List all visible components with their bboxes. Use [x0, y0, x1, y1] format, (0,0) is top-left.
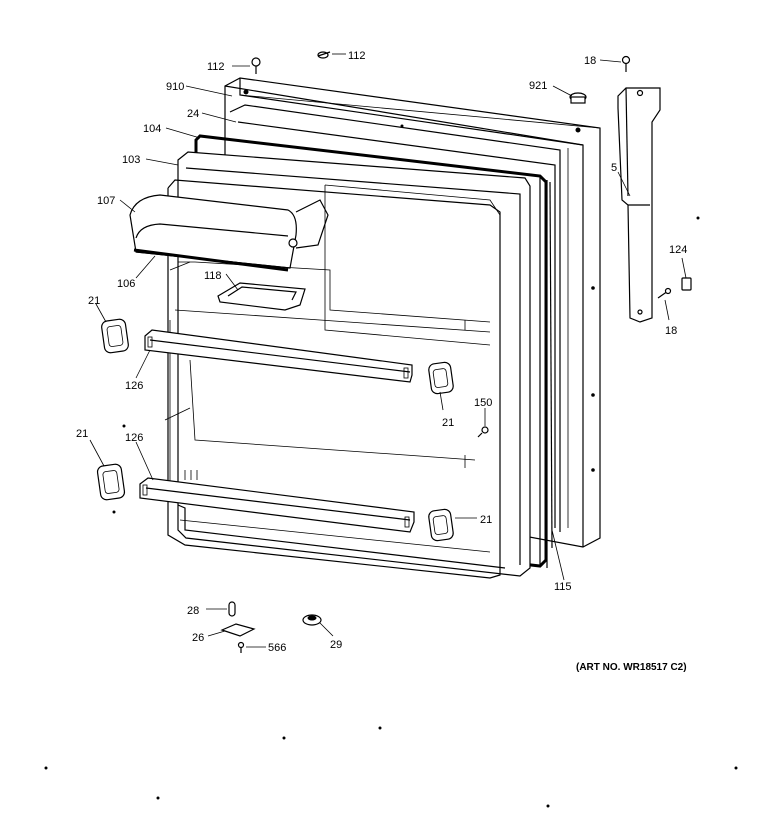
butter-bin: [217, 282, 306, 311]
label-28: 28: [187, 605, 199, 617]
screw-112-left-icon: [251, 57, 261, 74]
shelf-end-cap-inner-lower: [428, 508, 454, 542]
label-29: 29: [330, 639, 342, 651]
screw-566-icon: [237, 641, 245, 653]
screw-18-side-icon: [657, 287, 672, 299]
door-shelf-bar-lower: [139, 477, 415, 533]
label-21-lower-left: 21: [76, 428, 88, 440]
label-112-left: 112: [207, 61, 225, 73]
bushing-29-icon: [302, 614, 322, 626]
label-103: 103: [122, 154, 140, 166]
leader-lines: [89, 53, 687, 648]
shelf-end-cap-lower-left: [96, 463, 126, 501]
label-21-inner-upper: 21: [442, 417, 454, 429]
gasket-seal-strip: [549, 181, 553, 549]
label-18-side: 18: [665, 325, 677, 337]
label-126-lower: 126: [125, 432, 143, 444]
label-150: 150: [474, 397, 492, 409]
dairy-compartment-door: [129, 194, 329, 272]
handle-clip-124-icon: [681, 277, 692, 291]
label-21-inner-lower: 21: [480, 514, 492, 526]
part-labels: 112 112 910 24 104 103 107 106 118 21 12…: [76, 50, 687, 673]
door-trim-frame: [229, 104, 561, 532]
label-566: 566: [268, 642, 286, 654]
label-24: 24: [187, 108, 199, 120]
label-104: 104: [143, 123, 161, 135]
label-106: 106: [117, 278, 135, 290]
label-124: 124: [669, 244, 687, 256]
door-handle: [617, 87, 661, 323]
label-26: 26: [192, 632, 204, 644]
art-number: (ART NO. WR18517 C2): [576, 662, 687, 673]
label-910: 910: [166, 81, 184, 93]
label-118: 118: [204, 270, 222, 282]
hinge-pin-28-icon: [228, 601, 236, 617]
door-shelf-bar-upper: [144, 329, 413, 383]
shelf-end-cap-upper-left: [101, 318, 129, 354]
label-21-upper-left: 21: [88, 295, 100, 307]
label-112-right: 112: [348, 50, 366, 62]
label-5: 5: [611, 162, 617, 174]
label-126-upper: 126: [125, 380, 143, 392]
label-18-top: 18: [584, 55, 596, 67]
shelf-end-cap-inner-upper: [428, 361, 454, 395]
background-specks: [44, 124, 738, 808]
label-115: 115: [554, 581, 572, 593]
screw-150-icon: [477, 426, 489, 438]
label-921: 921: [529, 80, 547, 92]
plug-921-icon: [569, 92, 587, 104]
liner-bottom-lip: [177, 504, 506, 569]
screw-18-top-icon: [621, 55, 631, 72]
label-107: 107: [97, 195, 115, 207]
screw-112-right-icon: [317, 51, 331, 59]
hinge-plate-26-icon: [220, 623, 256, 637]
